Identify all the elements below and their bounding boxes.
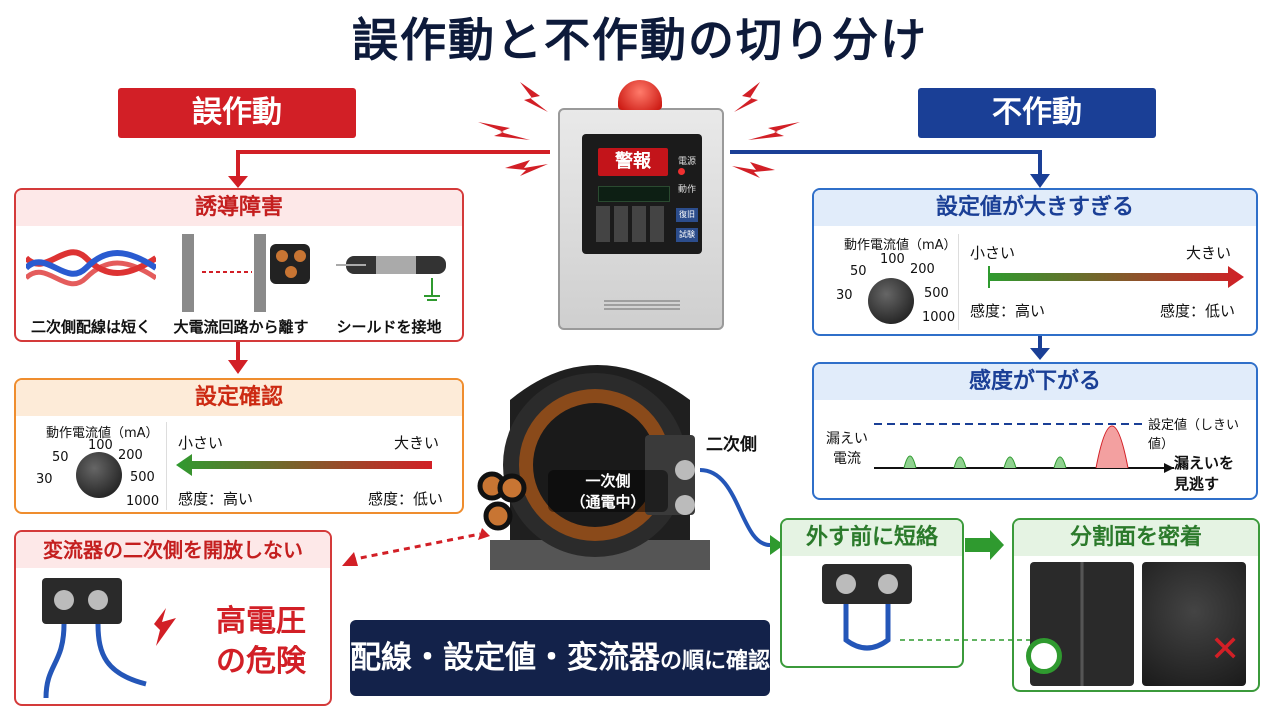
separation-icon (182, 234, 310, 312)
r-dial-50: 50 (850, 264, 867, 279)
divider (166, 422, 167, 510)
alarm-lamp (618, 80, 662, 110)
bad-contact-image (1142, 562, 1246, 686)
test-button[interactable]: 試験 (676, 228, 698, 242)
dial-knob[interactable] (76, 452, 122, 498)
induction-title: 誘導障害 (16, 190, 462, 226)
r-label-sens-low: 感度：低い (1160, 302, 1236, 320)
setting-too-high-box: 設定値が大きすぎる 動作電流値（mA） 30 50 100 200 500 10… (812, 188, 1258, 336)
danger-text-1: 高電圧 (216, 604, 306, 639)
label-sens-high: 感度：高い (178, 490, 254, 508)
r-dial-500: 500 (924, 286, 949, 301)
induction-box: 誘導障害 二次側配線は短く 大電流回路から離す シールドを接地 (14, 188, 464, 342)
current-transformer (477, 365, 710, 570)
primary-line2: （通電中） (570, 493, 646, 511)
setting-check-title: 設定確認 (16, 380, 462, 416)
dial-500: 500 (130, 470, 155, 485)
ct-open-title: 変流器の二次側を開放しない (16, 532, 330, 568)
ct-open-box: 変流器の二次側を開放しない 高電圧 の危険 (14, 530, 332, 706)
r-label-small: 小さい (970, 244, 1016, 262)
leakage-relay-panel: 警報 電源 動作 復旧 試験 (558, 80, 724, 330)
miss-label: 漏えいを 見逃す (1174, 452, 1234, 494)
malfunction-header: 誤作動 (118, 88, 356, 138)
panel-vent (604, 300, 680, 312)
r-label-sens-high: 感度：高い (970, 302, 1046, 320)
shield-cable-icon (336, 256, 446, 301)
r-dial-knob[interactable] (868, 278, 914, 324)
reset-button[interactable]: 復旧 (676, 208, 698, 222)
label-large: 大きい (394, 434, 440, 452)
r-dial-100: 100 (880, 252, 905, 267)
power-led (678, 168, 685, 175)
r-dial-label: 動作電流値（mA） (844, 238, 957, 253)
label-sens-low: 感度：低い (368, 490, 444, 508)
operation-label: 動作 (678, 185, 697, 195)
sensitivity-drop-title: 感度が下がる (814, 364, 1256, 400)
sensitivity-gradient-arrow (176, 454, 432, 476)
caption-separate: 大電流回路から離す (173, 318, 309, 336)
dial-100: 100 (88, 438, 113, 453)
r-label-large: 大きい (1186, 244, 1232, 262)
r-dial-30: 30 (836, 288, 853, 303)
banner-tail: の順に確認 (660, 649, 771, 674)
r-divider (958, 234, 959, 330)
segment-display (598, 186, 670, 202)
leak-waveform (874, 423, 1174, 473)
short-title: 外す前に短絡 (782, 520, 962, 556)
danger-text-2: の危険 (216, 644, 306, 679)
terminal-block-icon (42, 578, 176, 699)
check-order-banner: 配線・設定値・変流器の順に確認 (350, 620, 770, 696)
r-dial-200: 200 (910, 262, 935, 277)
split-title: 分割面を密着 (1014, 520, 1258, 556)
r-dial-1000: 1000 (922, 310, 956, 325)
shorted-terminal-icon (822, 564, 912, 651)
leak-current-label: 漏えい 電流 (826, 428, 868, 468)
r-sensitivity-arrow (988, 266, 1244, 288)
split-face-box: 分割面を密着 ✕ (1012, 518, 1260, 692)
primary-line1: 一次側 (585, 472, 631, 490)
alarm-label: 警報 (598, 148, 668, 176)
dial-200: 200 (118, 448, 143, 463)
dial-30: 30 (36, 472, 53, 487)
ng-icon: ✕ (1210, 629, 1241, 670)
power-label: 電源 (678, 157, 697, 167)
banner-main: 配線・設定値・変流器 (350, 640, 660, 676)
button-grid (596, 206, 666, 242)
dial-label: 動作電流値（mA） (46, 426, 159, 441)
ok-icon (1026, 638, 1062, 674)
setting-too-high-title: 設定値が大きすぎる (814, 190, 1256, 226)
leak-label-1: 漏えい (826, 431, 868, 447)
primary-side-label: 一次側 （通電中） (548, 470, 668, 512)
caption-ground-shield: シールドを接地 (336, 318, 442, 336)
leak-label-2: 電流 (833, 451, 861, 467)
page-title: 誤作動と不作動の切り分け (352, 13, 928, 67)
threshold-label: 設定値（しきい値） (1148, 418, 1240, 452)
setting-check-box: 設定確認 動作電流値（mA） 30 50 100 200 500 1000 小さ… (14, 378, 464, 514)
secondary-side-label: 二次側 (706, 435, 757, 455)
miss-1: 漏えいを (1174, 454, 1235, 472)
caption-short-wiring: 二次側配線は短く (30, 318, 151, 336)
twisted-wire-icon (26, 249, 156, 287)
sensitivity-drop-box: 感度が下がる 漏えい 電流 設定値（しきい値） 漏えいを 見逃す (812, 362, 1258, 500)
label-small: 小さい (178, 434, 224, 452)
short-before-remove-box: 外す前に短絡 (780, 518, 964, 668)
non-operation-header: 不作動 (918, 88, 1156, 138)
miss-2: 見逃す (1174, 475, 1220, 493)
dial-1000: 1000 (126, 494, 160, 509)
dial-50: 50 (52, 450, 69, 465)
